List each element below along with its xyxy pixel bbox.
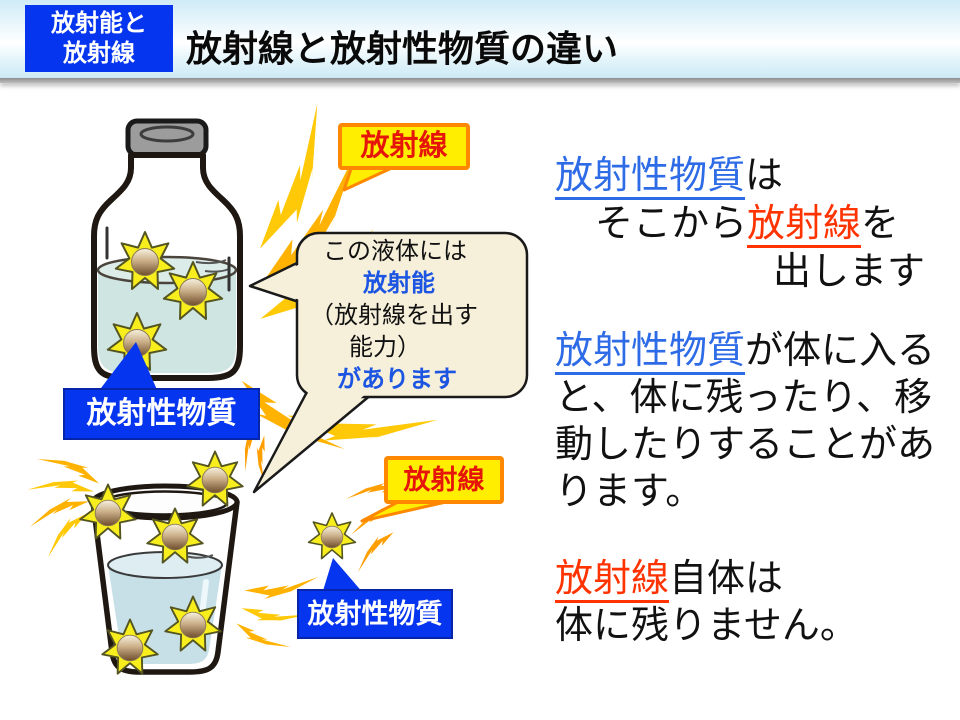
p2-line3: 動したりすることがあ bbox=[555, 424, 936, 466]
speech-bubble-text: この液体には 放射能 （放射線を出す 能力） があります bbox=[297, 236, 527, 396]
speech-bubble-shape bbox=[248, 231, 529, 494]
header-tab: 放射能と 放射線 bbox=[25, 5, 173, 72]
bottle-illustration bbox=[91, 118, 243, 381]
header-tab-line2: 放射線 bbox=[63, 40, 135, 67]
p2-line2: と、体に残ったり、移 bbox=[555, 377, 932, 419]
bubble-line-1: この液体には bbox=[323, 238, 467, 265]
substance-label-1: 放射性物質 bbox=[63, 388, 260, 440]
header-tab-line1: 放射能と bbox=[51, 10, 147, 37]
paragraph-1: 放射性物質は そこから放射線を 出します bbox=[555, 152, 925, 296]
callout-tails bbox=[98, 164, 448, 594]
glass-illustration bbox=[79, 450, 244, 675]
term-radiation: 放射線 bbox=[555, 558, 670, 603]
radiation-label-1: 放射線 bbox=[338, 123, 470, 170]
substance-label-2: 放射性物質 bbox=[297, 589, 453, 639]
header-divider bbox=[0, 78, 960, 83]
bubble-line-4: 能力） bbox=[349, 334, 421, 361]
bubble-line-3: （放射線を出す bbox=[310, 302, 478, 329]
bubble-line-2: 放射能 bbox=[363, 270, 435, 297]
radiation-callout-tail bbox=[360, 500, 448, 523]
p3-line1-rest: 自体は bbox=[669, 558, 784, 600]
paragraph-3: 放射線自体は 体に残りません。 bbox=[555, 556, 858, 650]
bubble-line-5: があります bbox=[337, 366, 457, 393]
p1-line2: そこから放射線を bbox=[555, 200, 925, 248]
p3-line1: 放射線自体は bbox=[555, 556, 858, 603]
paragraph-2: 放射性物質が体に入る と、体に残ったり、移 動したりすることがあ ります。 bbox=[555, 328, 935, 516]
p2-line1-rest: が体に入る bbox=[745, 330, 936, 372]
p2-line1: 放射性物質が体に入る bbox=[555, 328, 935, 375]
radioactive-star-icon bbox=[307, 512, 357, 560]
page-title: 放射線と放射性物質の違い bbox=[186, 28, 619, 69]
p2-line4: ります。 bbox=[555, 471, 704, 513]
p1-line1: 放射性物質は bbox=[555, 152, 925, 200]
substance-callout-tail bbox=[98, 342, 158, 392]
substance-callout-tail bbox=[322, 558, 364, 594]
term-radioactive-substance: 放射性物質 bbox=[555, 330, 746, 375]
p1-line1-rest: は bbox=[745, 155, 784, 197]
p3-line2: 体に残りません。 bbox=[555, 605, 858, 647]
term-radiation: 放射線 bbox=[747, 203, 862, 248]
p1-line3: 出します bbox=[773, 251, 926, 293]
radiation-label-2: 放射線 bbox=[384, 456, 504, 504]
p1-line2-pre: そこから bbox=[595, 203, 748, 245]
term-radioactive-substance: 放射性物質 bbox=[555, 155, 746, 200]
p1-line2-post: を bbox=[861, 203, 900, 245]
